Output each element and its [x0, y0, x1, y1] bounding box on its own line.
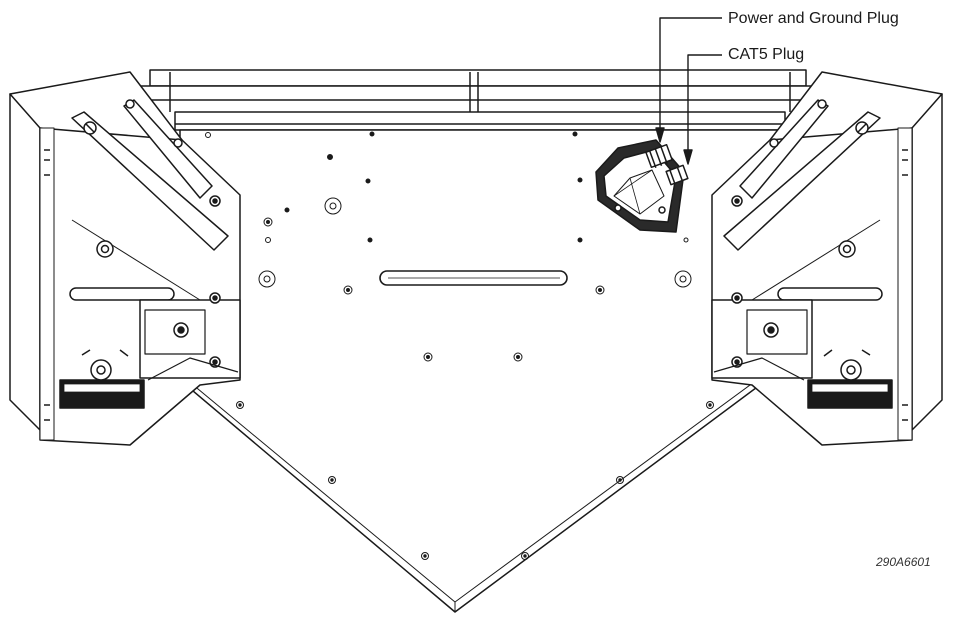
top-frame — [139, 69, 819, 131]
figure-number: 290A6601 — [876, 555, 931, 569]
cat5-plug-label: CAT5 Plug — [728, 46, 805, 63]
right-side-assembly — [711, 71, 943, 446]
cat5-plug — [665, 164, 689, 186]
speaker-grille-top — [324, 197, 342, 215]
speaker-grille-right — [674, 270, 692, 288]
callout-cat5-leader — [683, 54, 722, 165]
left-side-assembly — [9, 71, 241, 446]
base-screws — [205, 131, 714, 560]
power-ground-plug — [645, 143, 673, 169]
speaker-grille-left — [258, 270, 276, 288]
base-plate — [179, 129, 781, 613]
callout-power-leader — [655, 17, 722, 143]
power-ground-plug-label: Power and Ground Plug — [728, 10, 899, 27]
